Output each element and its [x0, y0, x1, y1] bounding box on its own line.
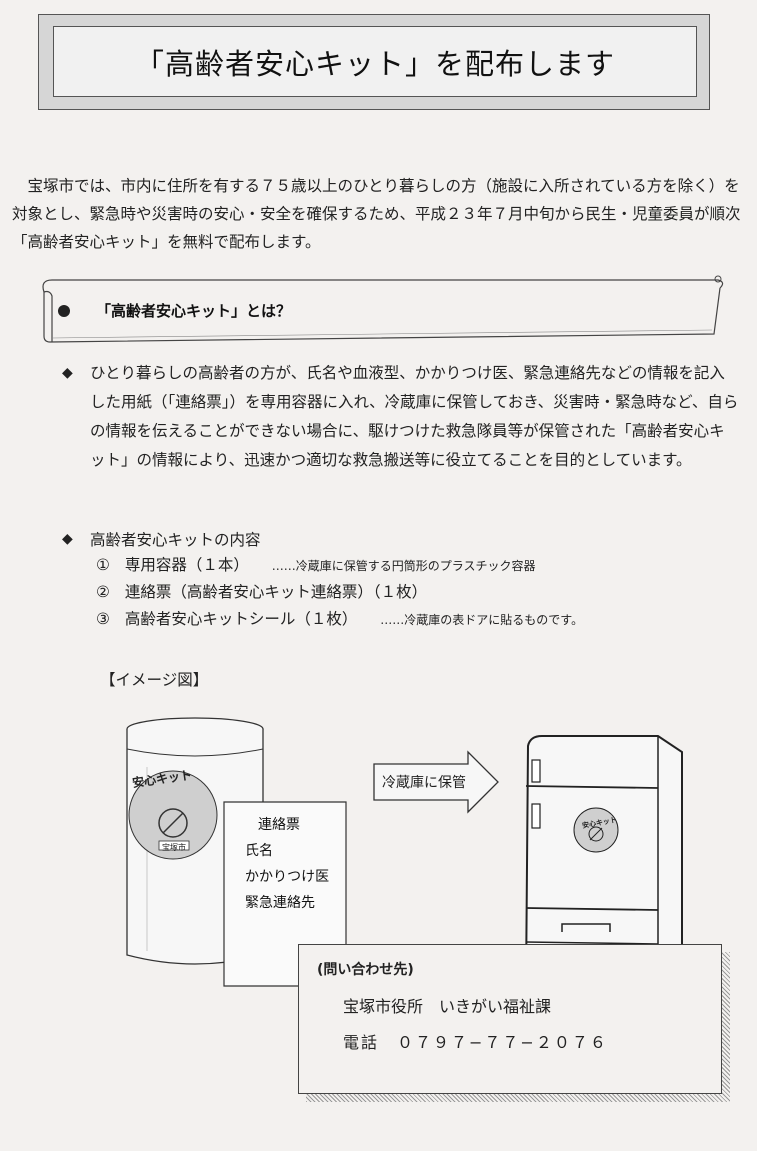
list-item: ③ 高齢者安心キットシール（１枚） ……冷蔵庫の表ドアに貼るものです。 — [96, 607, 583, 632]
item-number: ① — [96, 556, 110, 574]
section-description: ひとり暮らしの高齢者の方が、氏名や血液型、かかりつけ医、緊急連絡先などの情報を記… — [90, 364, 739, 469]
contact-office: 宝塚市役所 いきがい福祉課 — [343, 997, 552, 1016]
diamond-bullet-icon: ◆ — [62, 531, 73, 547]
memo-line-contact: 緊急連絡先 — [245, 895, 315, 911]
scroll-banner — [42, 275, 724, 343]
memo-line-doctor: かかりつけ医 — [245, 869, 330, 885]
illustration-label: 【イメージ図】 — [100, 671, 209, 689]
arrow-right-icon — [373, 750, 499, 814]
diamond-bullet-icon: ◆ — [62, 365, 73, 381]
item-number: ② — [96, 583, 110, 601]
bullet-dot-icon — [58, 305, 70, 317]
title-banner: 「高齢者安心キット」を配布します — [38, 14, 710, 110]
title-banner-inner: 「高齢者安心キット」を配布します — [53, 26, 697, 97]
item-note: ……冷蔵庫の表ドアに貼るものです。 — [380, 613, 584, 627]
arrow-label: 冷蔵庫に保管 — [382, 775, 466, 791]
container-sticker-city: 宝塚市 — [162, 843, 186, 852]
section-heading: 「高齢者安心キット」とは？ — [96, 302, 292, 320]
contact-phone: 電話 ０７９７−７７−２０７６ — [343, 1033, 608, 1052]
item-text: 専用容器（１本） — [124, 556, 249, 574]
intro-paragraph: 宝塚市では、市内に住所を有する７５歳以上のひとり暮らしの方（施設に入所されている… — [12, 177, 741, 251]
item-text: 高齢者安心キットシール（１枚） — [124, 610, 358, 628]
list-item: ② 連絡票（高齢者安心キット連絡票）（１枚） — [96, 580, 427, 604]
contents-title: 高齢者安心キットの内容 — [90, 531, 261, 549]
item-number: ③ — [96, 610, 110, 628]
page-title: 「高齢者安心キット」を配布します — [134, 46, 615, 81]
item-note: ……冷蔵庫に保管する円筒形のプラスチック容器 — [271, 559, 536, 573]
item-text: 連絡票（高齢者安心キット連絡票）（１枚） — [124, 583, 428, 601]
contact-box: (問い合わせ先) 宝塚市役所 いきがい福祉課 電話 ０７９７−７７−２０７６ — [298, 944, 722, 1094]
contact-heading: (問い合わせ先) — [317, 962, 414, 978]
list-item: ① 専用容器（１本） ……冷蔵庫に保管する円筒形のプラスチック容器 — [96, 553, 536, 578]
memo-line-name: 氏名 — [245, 843, 273, 859]
memo-title: 連絡票 — [258, 817, 300, 833]
refrigerator-illustration — [524, 735, 683, 1000]
